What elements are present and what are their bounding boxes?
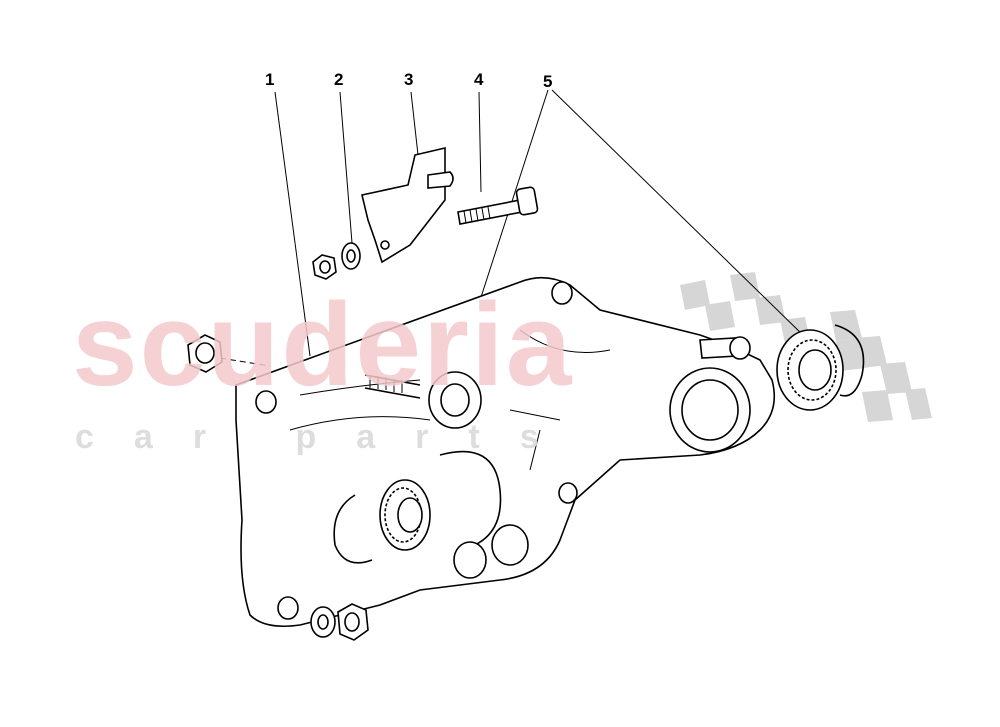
bearing-left [333, 479, 431, 564]
bottom-nut-washer [310, 603, 369, 641]
pin [699, 336, 751, 360]
callouts: 1 2 3 4 5 [265, 70, 552, 91]
callout-1: 1 [265, 70, 274, 89]
callout-3: 3 [404, 70, 413, 89]
callout-5: 5 [543, 72, 552, 91]
watermark-tagline: car parts [75, 418, 579, 456]
callout-2: 2 [334, 70, 343, 89]
bracket [361, 146, 454, 264]
watermark: scuderia car parts [72, 279, 579, 456]
callout-4: 4 [474, 70, 484, 89]
watermark-brand: scuderia [72, 279, 573, 411]
bearing-right [776, 324, 865, 411]
bolt [457, 186, 539, 225]
nut [187, 334, 223, 373]
pedal-housing [235, 276, 776, 628]
stud [364, 374, 421, 399]
nut-and-washer [312, 242, 361, 280]
